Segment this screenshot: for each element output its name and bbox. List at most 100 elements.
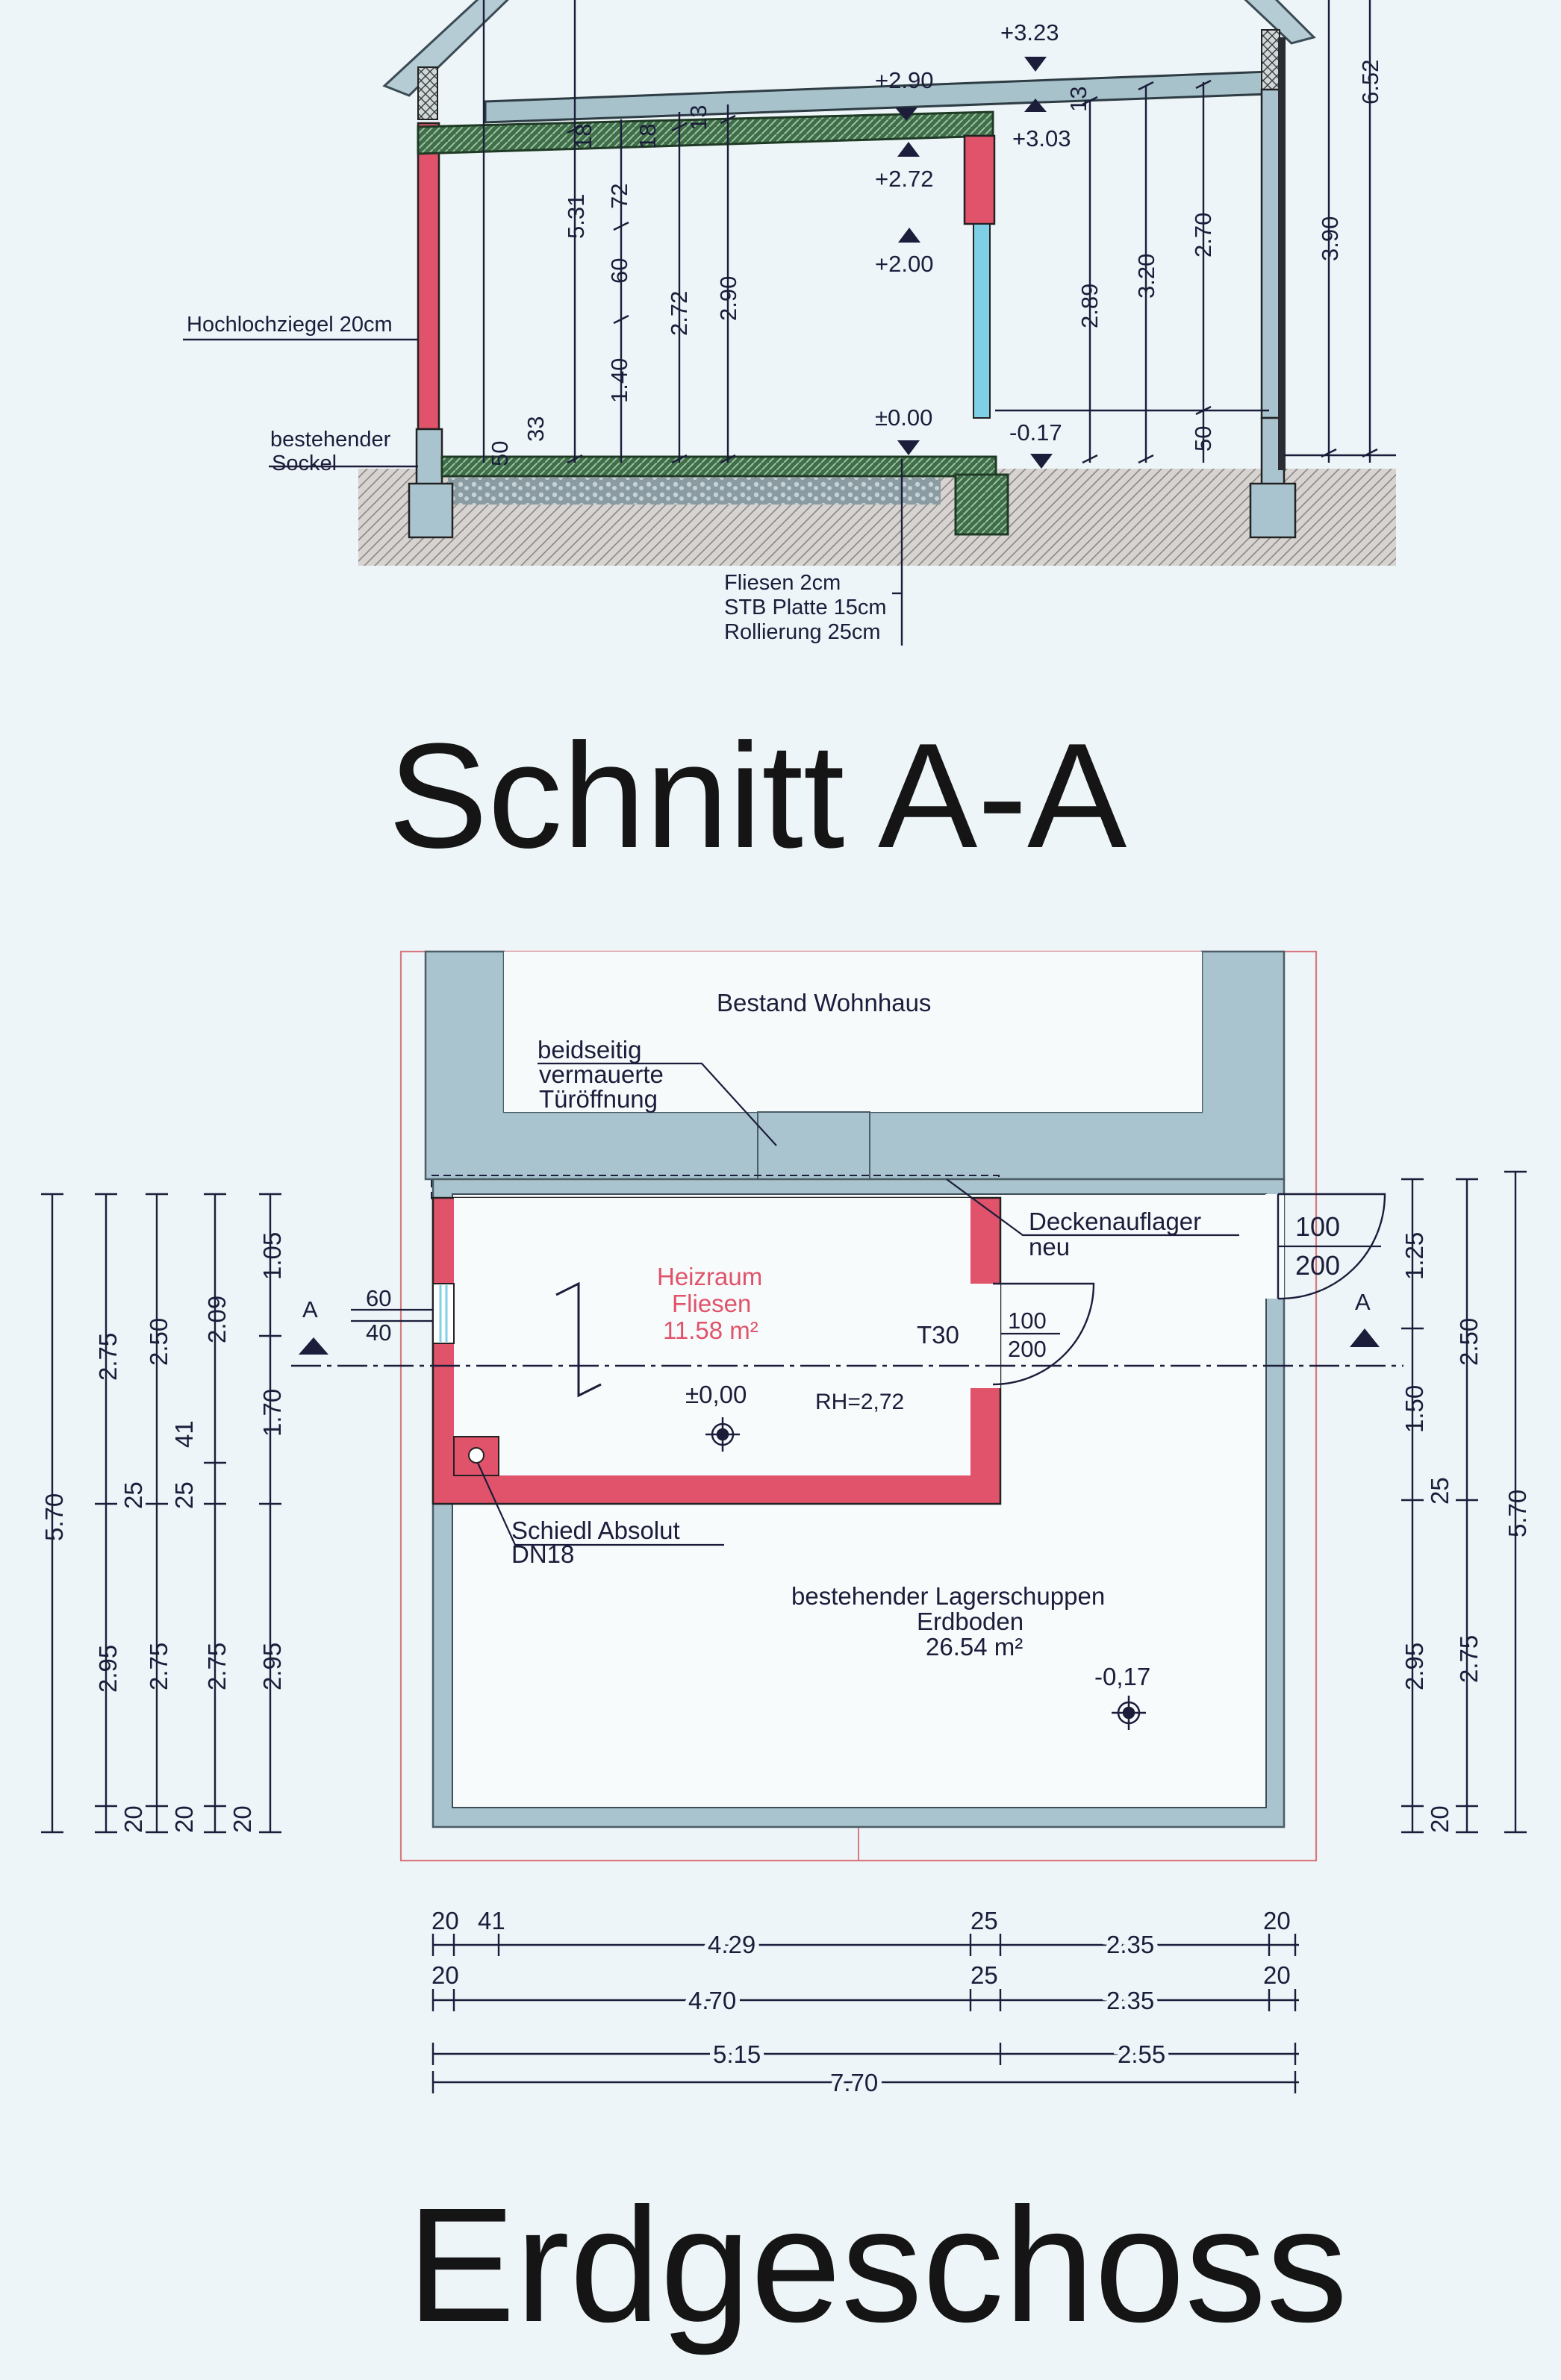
- window-glass: [973, 223, 991, 419]
- dim-33: 33: [523, 416, 549, 442]
- ldim-c1: 5.70: [40, 1493, 68, 1541]
- level-crosshairs: [705, 1417, 1146, 1730]
- ldim-c4c: 25: [170, 1481, 198, 1509]
- label-decken-2: neu: [1029, 1233, 1070, 1261]
- ldim-c5b: 1.70: [258, 1389, 286, 1437]
- ldim-c3a: 2.50: [145, 1318, 172, 1366]
- bdim-b2a: 20: [431, 1961, 459, 1989]
- level-marker-272: [897, 142, 920, 157]
- bdim-b2b: 4.70: [688, 1987, 736, 2014]
- ldim-c4d: 2.75: [203, 1643, 231, 1690]
- wohnhaus-inner: [504, 952, 1202, 1112]
- level-290: +2.90: [875, 67, 933, 93]
- dim-60: 60: [606, 258, 632, 284]
- label-door-1: beidseitig: [538, 1036, 641, 1063]
- label-room1-floor: Fliesen: [672, 1290, 751, 1317]
- chimney-flue: [468, 1447, 484, 1464]
- ext-door-swing: [1277, 1193, 1386, 1300]
- label-room2-level: -0,17: [1094, 1663, 1150, 1690]
- ldim-c2a: 2.75: [94, 1333, 122, 1381]
- section-dim-texts: 5.31 18 72 60 1.40 18 2.72 13 2.90 50 33…: [487, 60, 1383, 466]
- label-floor-2: STB Platte 15cm: [724, 596, 887, 619]
- dim-18b: 18: [635, 124, 661, 149]
- plan-title: Erdgeschoss: [407, 2175, 1347, 2356]
- section-ticks: [567, 79, 1378, 464]
- label-sockel-2: Sockel: [272, 452, 337, 475]
- dim-72: 72: [606, 184, 632, 209]
- label-t30-bot: 200: [1008, 1336, 1047, 1362]
- rollierung: [448, 478, 941, 505]
- ldim-c3c: 2.75: [145, 1643, 172, 1690]
- left-dim-texts: 5.70 2.75 2.95 20 2.50 25 2.75 20 2.09 4…: [40, 1232, 286, 1833]
- roof-left: [382, 0, 509, 97]
- level-000: ±0.00: [875, 405, 932, 431]
- level-labels: +3.23 +2.90 +3.03 +2.72 +2.00 ±0.00 -0.1…: [875, 19, 1071, 446]
- label-floor-3: Rollierung 25cm: [724, 620, 881, 644]
- cut-marker-right: [1350, 1328, 1380, 1347]
- label-ext-bot: 200: [1295, 1250, 1340, 1281]
- right-dim-lines: [1411, 1172, 1517, 1832]
- bdim-b2c: 25: [970, 1961, 998, 1989]
- rdim-r2a: 2.50: [1455, 1318, 1483, 1366]
- ldim-c4e: 20: [228, 1805, 256, 1833]
- section-title: Schnitt A-A: [388, 713, 1127, 879]
- rdim-r2b: 2.75: [1455, 1635, 1483, 1683]
- ldim-c3b: 25: [119, 1481, 147, 1509]
- dim-50b: 50: [1190, 426, 1216, 452]
- level-200: +2.00: [875, 251, 933, 277]
- ldim-c4a: 2.09: [203, 1296, 231, 1343]
- label-schiedl-1: Schiedl Absolut: [511, 1517, 680, 1544]
- rdim-r1e: 20: [1426, 1805, 1453, 1833]
- rdim-r1c: 25: [1426, 1477, 1453, 1505]
- label-win-bot: 40: [366, 1319, 391, 1346]
- leaders: [351, 1062, 1381, 1546]
- bdim-b4: 7.70: [830, 2069, 878, 2096]
- opening-labels: A A 60 40 100 200 100 200: [302, 1211, 1371, 1362]
- dim-13b: 13: [1065, 87, 1091, 112]
- bdim-b1f: 20: [1263, 1907, 1291, 1934]
- bdim-b1b: 41: [478, 1907, 505, 1934]
- left-wall-brickcap: [417, 66, 438, 120]
- left-dim-ticks: [41, 1193, 281, 1834]
- ldim-c5c: 2.95: [258, 1643, 286, 1690]
- label-ext-top: 100: [1295, 1211, 1340, 1242]
- right-red-lintel: [963, 134, 996, 225]
- right-dim-ticks: [1401, 1170, 1527, 1834]
- level-marker-200: [898, 228, 920, 243]
- dim-270: 2.70: [1190, 213, 1216, 257]
- label-win-top: 60: [366, 1285, 391, 1311]
- heizraum-labels: Heizraum Fliesen 11.58 m²: [657, 1263, 762, 1344]
- label-cut-right: A: [1355, 1289, 1371, 1315]
- bdim-b2d: 2.35: [1106, 1987, 1154, 2014]
- dim-272: 2.72: [666, 291, 692, 336]
- right-wall-dark: [1278, 37, 1286, 470]
- level-323: +3.23: [1000, 19, 1059, 46]
- dim-320: 3.20: [1133, 254, 1159, 299]
- level-272: +2.72: [875, 166, 933, 192]
- t30-door-opening: [970, 1284, 1000, 1388]
- label-cut-left: A: [302, 1296, 318, 1322]
- bdim-b1c: 4.29: [708, 1931, 755, 1958]
- ldim-c2b: 2.95: [94, 1645, 122, 1693]
- dim-390: 3.90: [1317, 216, 1343, 261]
- level-marker-323: [1024, 57, 1047, 72]
- bdim-b3a: 5.15: [713, 2040, 761, 2068]
- section-drawing: Hochlochziegel 20cm bestehender Sockel F…: [183, 0, 1396, 879]
- label-room1-name: Heizraum: [657, 1263, 762, 1290]
- dim-50a: 50: [487, 441, 513, 466]
- label-door-2: vermauerte: [539, 1061, 664, 1088]
- right-dim-texts: 1.25 1.50 25 2.95 20 2.50 2.75 5.70: [1400, 1232, 1531, 1833]
- ldim-c4b: 41: [170, 1420, 198, 1448]
- heizraum-inner: [454, 1198, 970, 1475]
- label-room2-floor: Erdboden: [917, 1608, 1023, 1635]
- bdim-b1a: 20: [431, 1907, 459, 1934]
- bdim-b3b: 2.55: [1118, 2040, 1165, 2068]
- label-wall: Hochlochziegel 20cm: [187, 313, 393, 337]
- bdim-b1e: 2.35: [1106, 1931, 1154, 1958]
- ldim-c5a: 1.05: [258, 1232, 286, 1280]
- label-schiedl-2: DN18: [511, 1540, 574, 1568]
- level-303: +3.03: [1012, 125, 1071, 152]
- floor-plan: Bestand Wohnhaus beidseitig vermauerte T…: [40, 950, 1531, 2356]
